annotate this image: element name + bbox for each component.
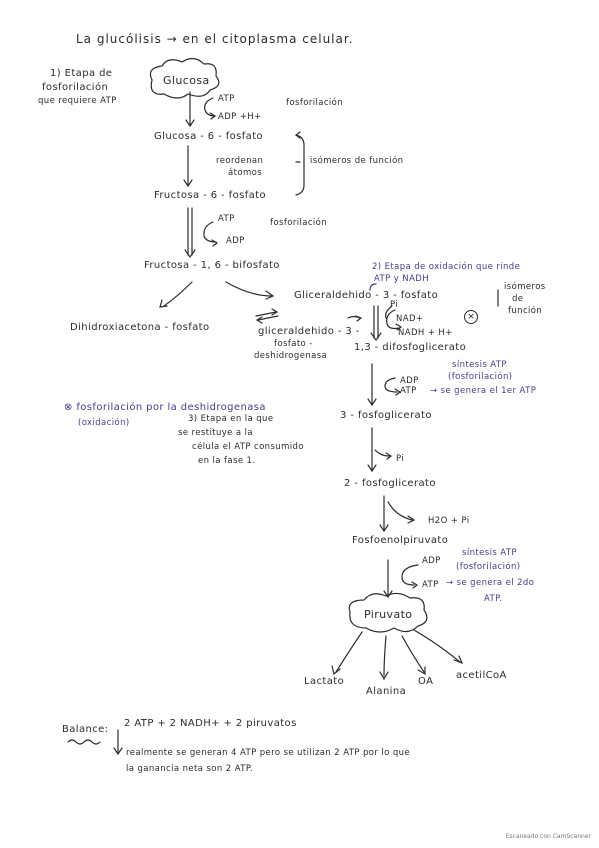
- enzyme-line3: deshidrogenasa: [254, 351, 328, 361]
- product-alanina: Alanina: [366, 686, 407, 697]
- balance-label: Balance:: [62, 724, 109, 735]
- pi-output-2: Pi: [396, 454, 405, 464]
- enzyme-line2: fosfato -: [274, 339, 313, 349]
- fosfoenolpiruvato: Fosfoenolpiruvato: [352, 535, 449, 546]
- stage1-label-line2: fosforilación: [42, 82, 109, 93]
- nad-input: NAD+: [396, 314, 424, 324]
- fosforilacion-note-2: fosforilación: [270, 218, 328, 228]
- product-lactato: Lactato: [304, 676, 345, 687]
- pi-input-1: Pi: [390, 300, 399, 310]
- atp-output-3: ATP: [400, 386, 417, 396]
- stage2-line1: 2) Etapa de oxidación que rinde: [372, 262, 521, 272]
- isomeros-note: isómeros de función: [310, 156, 404, 166]
- sintesis1-line1: síntesis ATP: [452, 360, 507, 370]
- sintesis1-line3: → se genera el 1er ATP: [430, 386, 537, 396]
- fructosa-6-fosfato: Fructosa - 6 - fosfato: [154, 190, 266, 201]
- oxidation-note-line1: ⊗ fosforilación por la deshidrogenasa: [64, 402, 266, 413]
- atp-input-2: ATP: [218, 214, 235, 224]
- balance-equation: 2 ATP + 2 NADH+ + 2 piruvatos: [124, 718, 297, 729]
- piruvato-label: Piruvato: [364, 608, 413, 621]
- stage3-line4: en la fase 1.: [198, 456, 256, 466]
- glucosa-6-fosfato: Glucosa - 6 - fosfato: [154, 131, 264, 142]
- product-oa: OA: [418, 676, 434, 687]
- adp-output-2: ADP: [226, 236, 245, 246]
- stage3-line2: se restituye a la: [178, 428, 253, 438]
- dihidroxiacetona-fosfato: Dihidroxiacetona - fosfato: [70, 322, 210, 333]
- conclusion-line1: realmente se generan 4 ATP pero se utili…: [126, 748, 411, 758]
- adp-input-3: ADP: [400, 376, 419, 386]
- page-title: La glucólisis → en el citoplasma celular…: [76, 32, 354, 46]
- nadh-output: NADH + H+: [398, 328, 453, 338]
- 3-fosfoglicerato: 3 - fosfoglicerato: [340, 410, 432, 421]
- reordenan-line1: reordenan: [216, 156, 264, 166]
- isomeros-right-3: función: [508, 306, 543, 316]
- isomeros-right-2: de: [512, 294, 524, 304]
- sintesis1-line2: (fosforilación): [448, 372, 513, 382]
- gliceraldehido-3-fosfato: Gliceraldehido - 3 - fosfato: [294, 290, 439, 301]
- oxidation-mark-icon: ×: [464, 310, 478, 324]
- enzyme-line1: gliceraldehido - 3 -: [258, 326, 360, 337]
- stage3-line1: 3) Etapa en la que: [188, 414, 274, 424]
- stage3-line3: célula el ATP consumido: [192, 442, 304, 452]
- fructosa-1-6-bifosfato: Fructosa - 1, 6 - bifosfato: [144, 260, 280, 271]
- h2o-output: H2O + Pi: [428, 516, 470, 526]
- adp-input-4: ADP: [422, 556, 441, 566]
- atp-input-1: ATP: [218, 94, 235, 104]
- stage1-label-line3: que requiere ATP: [38, 96, 117, 106]
- sintesis2-line1: síntesis ATP: [462, 548, 517, 558]
- glucosa-label: Glucosa: [163, 74, 210, 87]
- sintesis2-line3: → se genera el 2do: [446, 578, 535, 588]
- scanner-watermark: Escaneado con CamScanner: [505, 833, 591, 840]
- 2-fosfoglicerato: 2 - fosfoglicerato: [344, 478, 436, 489]
- fosforilacion-note-1: fosforilación: [286, 98, 344, 108]
- isomeros-right-1: isómeros: [504, 282, 546, 292]
- stage1-label-line1: 1) Etapa de: [50, 68, 113, 79]
- 1-3-difosfoglicerato: 1,3 - difosfoglicerato: [354, 342, 467, 353]
- conclusion-line2: la ganancia neta son 2 ATP.: [126, 764, 254, 774]
- atp-output-4: ATP: [422, 580, 439, 590]
- reordenan-line2: átomos: [228, 168, 263, 178]
- stage2-line2: ATP y NADH: [374, 274, 430, 284]
- oxidation-note-line2: (oxidación): [78, 418, 130, 428]
- sintesis2-line2: (fosforilación): [456, 562, 521, 572]
- adp-output-1: ADP +H+: [218, 112, 262, 122]
- product-acetilcoa: acetilCoA: [456, 670, 507, 681]
- sintesis2-line4: ATP.: [484, 594, 503, 604]
